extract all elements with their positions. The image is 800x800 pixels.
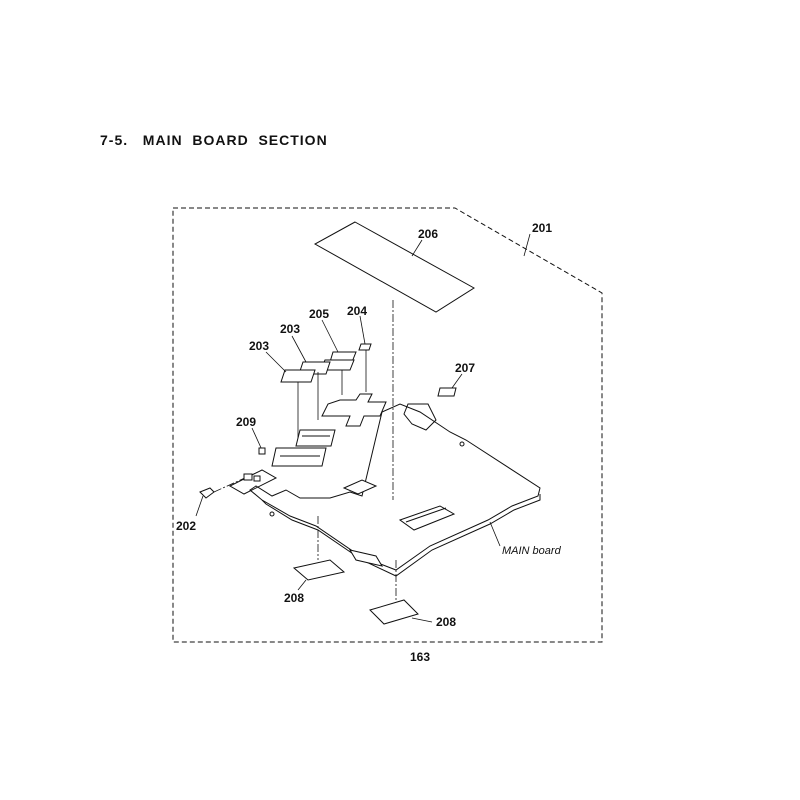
connector-left-b [271, 447, 327, 467]
board-connector-right [398, 505, 456, 531]
leader-203-upper [291, 335, 307, 363]
sheet-208-left [292, 559, 346, 581]
sub-board-component-a [243, 473, 253, 481]
leader-201 [523, 233, 531, 257]
board-connector-center [342, 479, 378, 495]
leader-208-right [411, 617, 433, 623]
callout-203-lower: 203 [249, 339, 269, 353]
callout-203-upper: 203 [280, 322, 300, 336]
callout-208-left: 208 [284, 591, 304, 605]
leader-209 [251, 427, 263, 451]
leader-208-left [297, 579, 307, 591]
callout-207: 207 [455, 361, 475, 375]
part-209 [258, 447, 266, 455]
main-board [249, 403, 541, 571]
section-title: 7-5. MAIN BOARD SECTION [100, 132, 328, 148]
sub-board-left [228, 469, 278, 495]
callout-202: 202 [176, 519, 196, 533]
mounting-hole-2 [269, 511, 275, 517]
connector-right [403, 403, 437, 431]
part-202 [199, 487, 215, 499]
leader-202 [195, 495, 204, 517]
sub-board-component-b [253, 475, 261, 482]
board-connector-bottom [348, 549, 384, 567]
connector-cross [321, 393, 387, 427]
page-number: 163 [409, 650, 431, 664]
leader-207 [451, 373, 463, 389]
assembly-boundary [172, 207, 603, 643]
leader-204 [359, 315, 366, 345]
connector-left-a [295, 429, 336, 447]
mounting-hole-1 [459, 441, 465, 447]
main-board-label: MAIN board [502, 545, 562, 557]
board-connector-right-detail [405, 507, 447, 523]
alignment-line-202 [213, 471, 259, 493]
callout-208-right: 208 [436, 615, 456, 629]
sheet-206 [313, 221, 475, 313]
sheet-208-right [369, 599, 419, 625]
part-204 [358, 343, 372, 351]
part-203-lower [280, 369, 316, 383]
callout-205: 205 [309, 307, 329, 321]
leader-206 [411, 239, 423, 257]
callout-201: 201 [532, 221, 552, 235]
part-207 [437, 387, 457, 397]
leader-203-lower [265, 351, 287, 373]
leader-205 [321, 319, 339, 353]
callout-206: 206 [418, 227, 438, 241]
callout-204: 204 [347, 304, 367, 318]
callout-209: 209 [236, 415, 256, 429]
leader-main-board [489, 521, 501, 547]
main-board-edge [261, 494, 541, 577]
